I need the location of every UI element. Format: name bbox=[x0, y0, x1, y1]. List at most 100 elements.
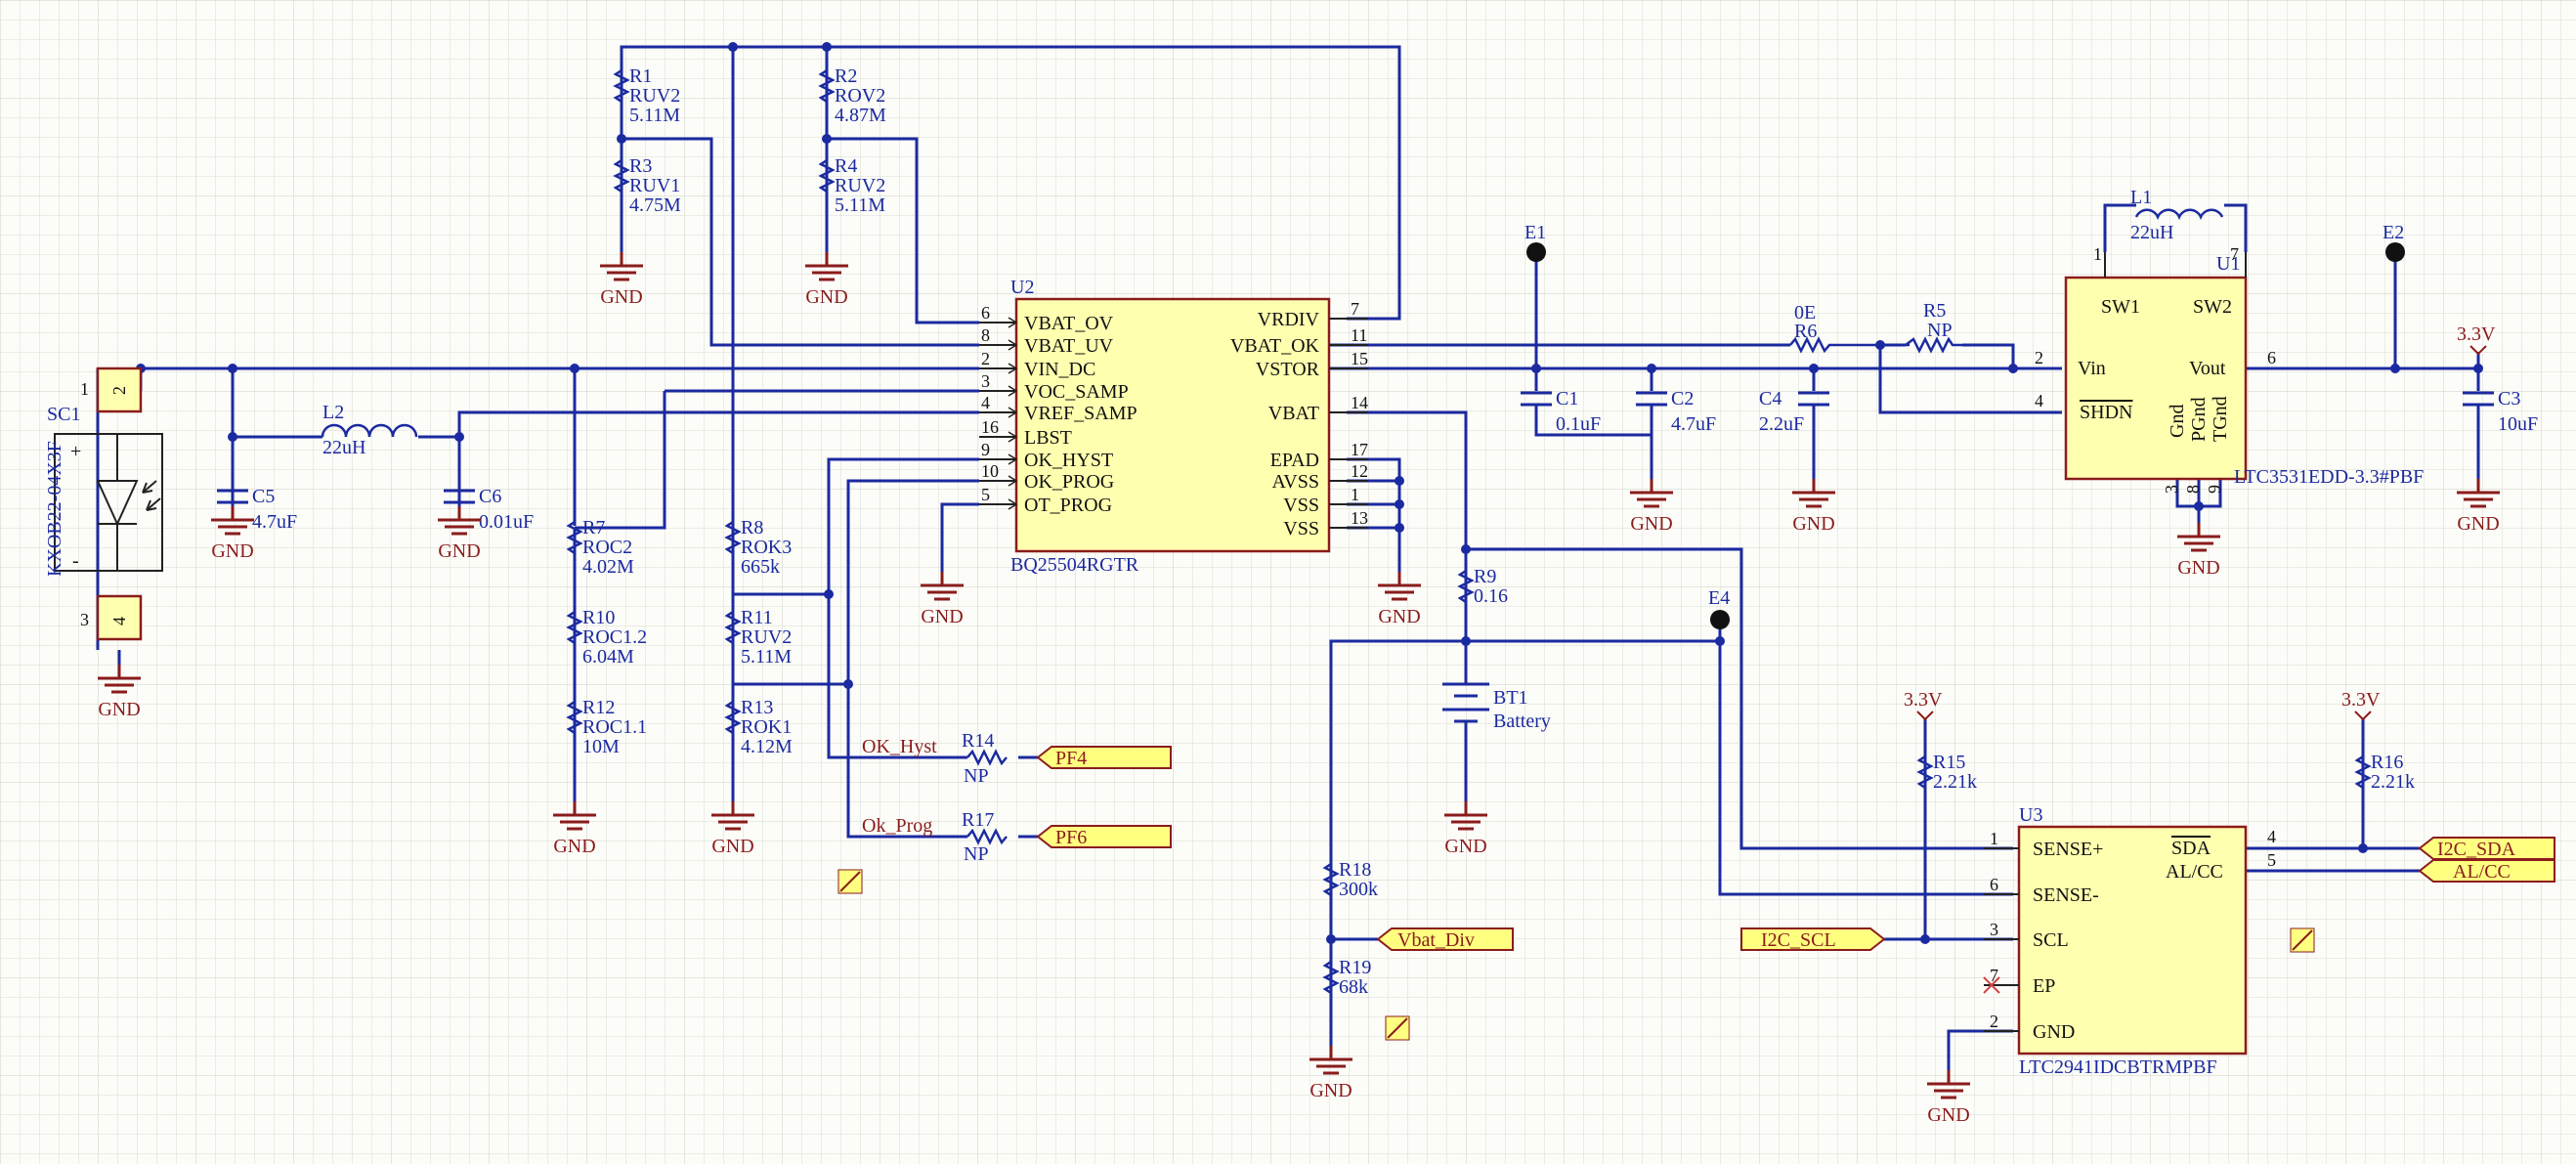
r12-value: ROC1.1 bbox=[582, 716, 647, 738]
l1-value: 22uH bbox=[2130, 222, 2173, 243]
port-pf6[interactable]: PF6 bbox=[1036, 825, 1172, 848]
ground-symbol: GND bbox=[2175, 521, 2222, 579]
junctions bbox=[136, 42, 2483, 944]
u2-pinnum: 3 bbox=[981, 371, 990, 391]
ground-symbol: GND bbox=[919, 570, 966, 627]
u3-pin-alcc: AL/CC bbox=[2166, 861, 2223, 883]
rail-3v3-label: 3.3V bbox=[2457, 323, 2496, 345]
u1-pin-tgnd: TGnd bbox=[2210, 396, 2231, 442]
sc1-solar-cell[interactable]: 1 2 3 4 + - SC1 KXOB22-04X3F bbox=[44, 366, 163, 641]
port-i2c-sda[interactable]: I2C_SDA bbox=[2418, 837, 2555, 860]
l1-ref: L1 bbox=[2130, 187, 2152, 208]
u2-pinnum: 17 bbox=[1351, 440, 1368, 459]
r9-resistor[interactable]: R90.16 bbox=[1457, 566, 1508, 607]
r18-ref: R18 bbox=[1339, 859, 1371, 881]
c4-ref: C4 bbox=[1759, 388, 1782, 410]
u2-pin-arrow bbox=[1008, 385, 1018, 397]
sc1-pin4: 4 bbox=[109, 617, 129, 625]
u2-pinnum: 15 bbox=[1351, 349, 1368, 368]
c1-value: 0.1uF bbox=[1556, 413, 1601, 435]
u1-pin-shdn: SHDN bbox=[2080, 402, 2132, 423]
c2-capacitor[interactable]: C24.7uF bbox=[1636, 388, 1716, 435]
r1-value: RUV2 bbox=[629, 85, 680, 107]
port-i2c-scl[interactable]: I2C_SCL bbox=[1740, 927, 1886, 951]
r14-ref: R14 bbox=[962, 730, 994, 752]
u2-pinnum: 12 bbox=[1351, 461, 1368, 481]
u2-pin-arrow bbox=[1008, 407, 1018, 418]
r17-value: NP bbox=[964, 843, 989, 865]
ground-symbol: GND bbox=[803, 250, 850, 308]
u1-pin-sw1: SW1 bbox=[2101, 296, 2140, 318]
port-pf4[interactable]: PF4 bbox=[1036, 746, 1172, 769]
u1-pin-pgnd: PGnd bbox=[2188, 397, 2210, 442]
bt1-battery[interactable]: BT1 Battery bbox=[1442, 682, 1551, 743]
u2-pinnum: 10 bbox=[981, 461, 999, 481]
c4-capacitor[interactable]: C4 2.2uF bbox=[1759, 388, 1829, 435]
r11-value: RUV2 bbox=[741, 626, 792, 648]
u2-pin-label: EPAD bbox=[1270, 450, 1319, 471]
u2-pinnum: 11 bbox=[1351, 325, 1367, 345]
e4-ref: E4 bbox=[1708, 587, 1730, 609]
ground-symbol: GND bbox=[436, 504, 483, 562]
ground-symbol: GND bbox=[1308, 1044, 1354, 1101]
u2-pin-label: VIN_DC bbox=[1024, 359, 1095, 380]
r5-resistor[interactable]: R5 NP bbox=[1905, 300, 1962, 354]
l2-inductor[interactable]: L2 22uH bbox=[321, 402, 418, 458]
ground-symbol: GND bbox=[1925, 1068, 1972, 1126]
u2-pinnum: 16 bbox=[981, 417, 999, 437]
r14-value: NP bbox=[964, 765, 989, 787]
c6-capacitor[interactable]: C60.01uF bbox=[444, 486, 534, 533]
l2-ref: L2 bbox=[322, 402, 344, 423]
ground-symbol: GND bbox=[1628, 477, 1675, 535]
svg-text:Vbat_Div: Vbat_Div bbox=[1397, 929, 1475, 951]
u1-pin-vout: Vout bbox=[2189, 358, 2226, 379]
u2-pin-label: OT_PROG bbox=[1024, 495, 1112, 516]
ground-symbol: GND bbox=[96, 663, 143, 720]
u2-pin-label: VSS bbox=[1283, 495, 1319, 516]
r15-value: 2.21k bbox=[1933, 771, 1977, 793]
c1-ref: C1 bbox=[1556, 388, 1578, 410]
r6-resistor[interactable]: 0E R6 bbox=[1789, 302, 1910, 354]
e1-testpoint[interactable]: E1 bbox=[1524, 222, 1546, 262]
ground-symbol: GND bbox=[598, 250, 645, 308]
svg-text:AL/CC: AL/CC bbox=[2453, 861, 2511, 883]
c4-value: 2.2uF bbox=[1759, 413, 1804, 435]
l1-inductor[interactable]: L1 22uH bbox=[2130, 187, 2224, 243]
r17-resistor[interactable]: R17 NP bbox=[962, 809, 1008, 865]
r4-value: RUV2 bbox=[835, 175, 885, 196]
u3-part: LTC2941IDCBTRMPBF bbox=[2019, 1056, 2217, 1078]
r6-value: 0E bbox=[1794, 302, 1816, 323]
c5-capacitor[interactable]: C54.7uF bbox=[217, 486, 297, 533]
u3-pinnum: 6 bbox=[1990, 875, 1998, 894]
u1-chip[interactable]: U1 LTC3531EDD-3.3#PBF SW1 SW2 Vin Vout S… bbox=[2035, 244, 2424, 494]
sc1-pin2: 2 bbox=[109, 386, 129, 395]
port-vbat-div[interactable]: Vbat_Div bbox=[1376, 927, 1514, 951]
u2-pin-label: OK_PROG bbox=[1024, 471, 1114, 493]
port-al-cc[interactable]: AL/CC bbox=[2418, 859, 2555, 883]
c1-capacitor[interactable]: C1 0.1uF bbox=[1521, 388, 1601, 435]
u3-pinnum: 2 bbox=[1990, 1012, 1998, 1031]
e2-testpoint[interactable]: E2 bbox=[2383, 222, 2405, 262]
e4-testpoint[interactable]: E4 bbox=[1708, 587, 1730, 629]
u3-ref: U3 bbox=[2019, 804, 2042, 826]
r14-resistor[interactable]: R14 NP bbox=[962, 730, 1008, 787]
r19-value: 68k bbox=[1339, 976, 1368, 998]
